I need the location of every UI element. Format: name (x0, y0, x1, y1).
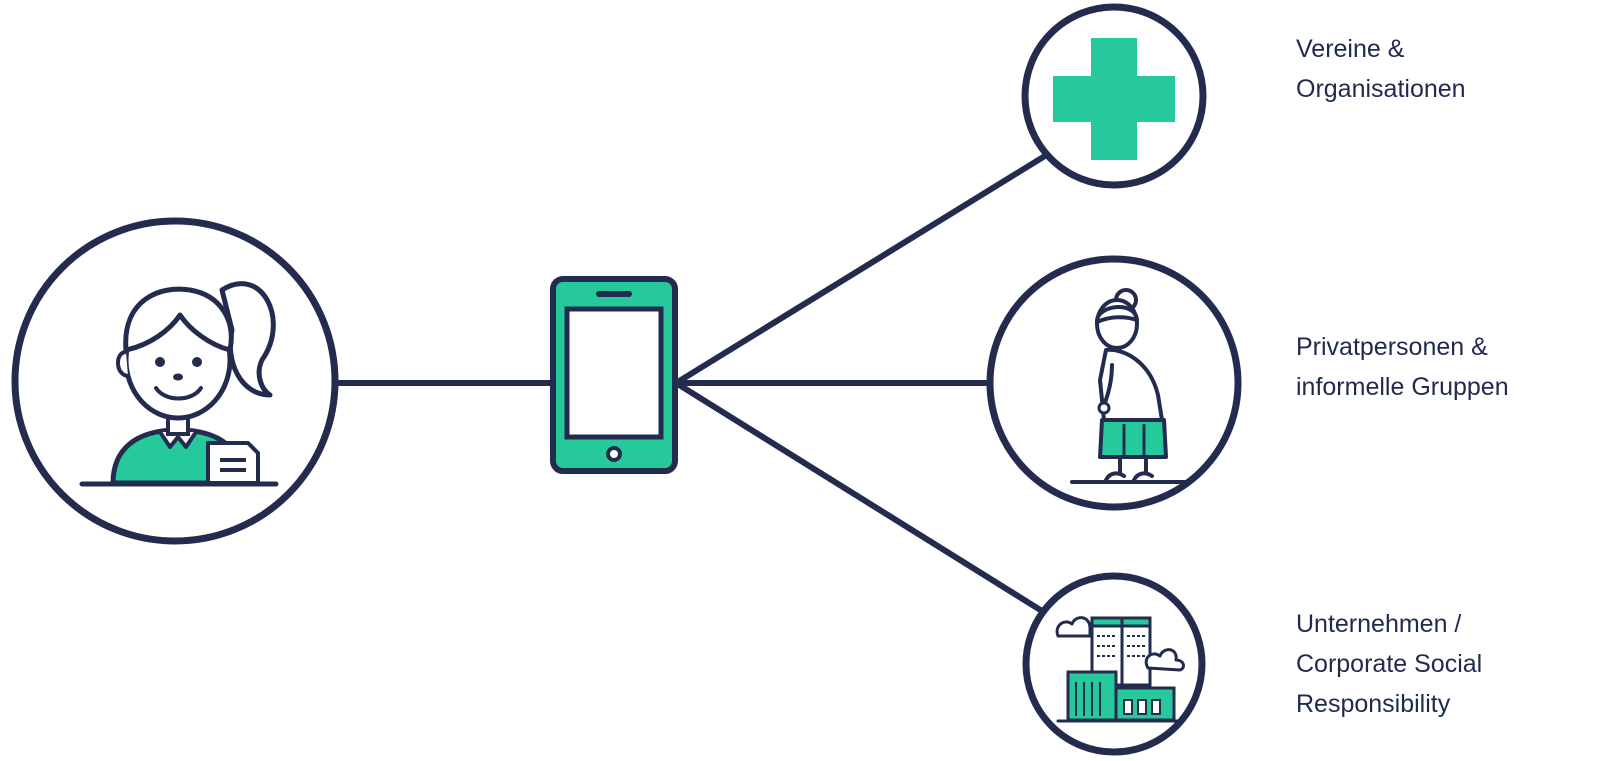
connector-phone-to-unternehmen (674, 380, 1052, 619)
label-unternehmen-line-2: Corporate Social (1296, 650, 1483, 678)
elderly-person-icon (1070, 288, 1192, 484)
vereine-node (1021, 3, 1207, 189)
label-unternehmen-line-3: Responsibility (1296, 690, 1451, 718)
privat-node (986, 255, 1242, 511)
label-unternehmen-line-1: Unternehmen / (1296, 610, 1462, 638)
label-vereine-line-2: Organisationen (1296, 75, 1466, 103)
user-node (11, 217, 339, 545)
unternehmen-node (1022, 572, 1206, 756)
label-vereine: Vereine & Organisationen (1296, 29, 1466, 109)
label-privat: Privatpersonen & informelle Gruppen (1296, 327, 1509, 407)
office-buildings-icon (1055, 616, 1185, 723)
label-privat-line-1: Privatpersonen & (1296, 333, 1488, 361)
connector-lines (333, 148, 1055, 619)
medical-cross-icon (1053, 38, 1175, 160)
label-vereine-line-1: Vereine & (1296, 35, 1405, 63)
smartphone-icon (550, 276, 678, 474)
woman-with-document-icon (79, 281, 279, 487)
connector-phone-to-vereine (674, 148, 1055, 386)
label-unternehmen: Unternehmen / Corporate Social Responsib… (1296, 604, 1482, 724)
label-privat-line-2: informelle Gruppen (1296, 373, 1509, 401)
